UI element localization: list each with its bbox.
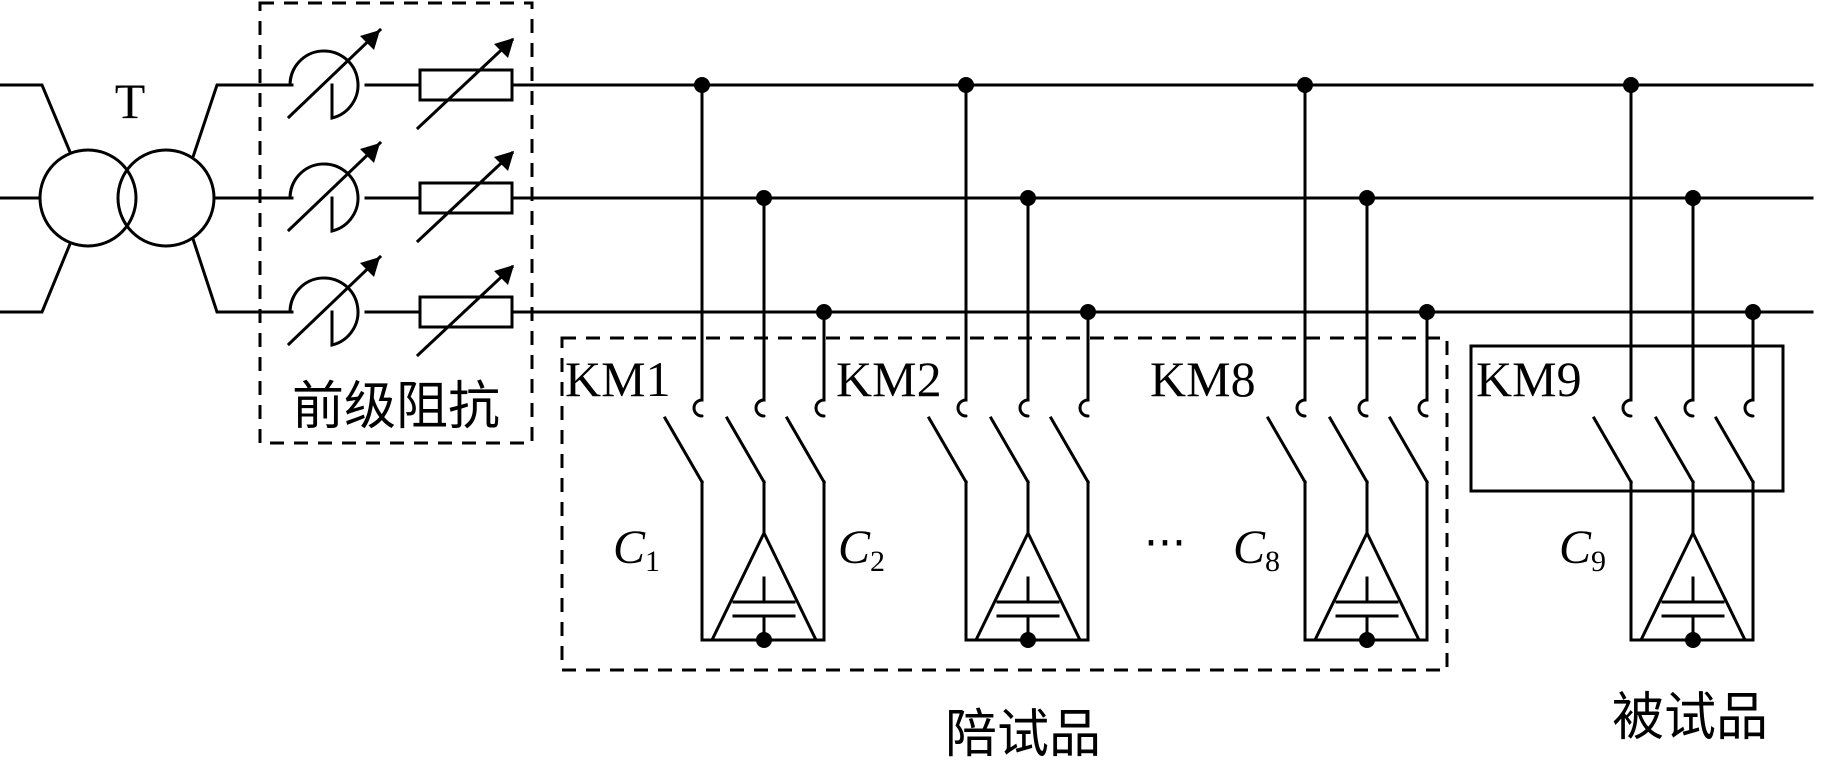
transformer: T — [0, 73, 294, 314]
branch-1: KM1 C1 — [565, 77, 832, 648]
adjust-arrow-icon — [360, 257, 380, 277]
junction-dot — [756, 632, 772, 648]
ellipsis: ··· — [1144, 518, 1186, 569]
contactor-km1: KM1 — [565, 83, 827, 485]
companion-sample-frame — [560, 336, 1449, 672]
test-object-label: 被试品 — [1612, 690, 1768, 747]
junction-dot — [1685, 632, 1701, 648]
three-phase-bus — [550, 83, 1814, 314]
adjust-arrow-icon — [360, 30, 380, 50]
adjust-arrow-icon — [494, 38, 514, 58]
variable-resistor-c — [364, 264, 554, 358]
branch-8: KM8 C8 — [1150, 77, 1435, 648]
capacitor-label-c9: C9 — [1559, 521, 1606, 578]
capacitor-bank-c2: C2 — [838, 480, 1090, 648]
test-object-contactor-frame — [1469, 344, 1785, 493]
primary-lead-a — [0, 83, 72, 154]
junction-dot — [1020, 632, 1036, 648]
variable-resistor-b — [364, 150, 554, 244]
variable-reactor-b — [286, 140, 383, 233]
adjust-arrow-icon — [360, 143, 380, 163]
variable-reactor-a — [286, 27, 383, 120]
front-impedance-block: 前级阻抗 — [258, 1, 554, 445]
transformer-primary-coil — [38, 148, 138, 248]
capacitor-bank-c1: C1 — [613, 480, 826, 648]
capacitor-label-c1: C1 — [613, 521, 660, 578]
variable-resistor-a — [364, 37, 554, 131]
primary-lead-c — [0, 242, 72, 314]
adjust-arrow-icon — [494, 265, 514, 285]
branch-2: KM2 C2 — [836, 77, 1096, 648]
companion-sample-label: 陪试品 — [945, 707, 1101, 764]
contactor-label-km1: KM1 — [565, 351, 671, 407]
capacitor-label-c2: C2 — [838, 521, 885, 578]
branch-9: KM9 C9 — [1476, 77, 1761, 648]
contactor-label-km8: KM8 — [1150, 351, 1256, 407]
secondary-lead-a — [191, 83, 294, 159]
contactor-label-km9: KM9 — [1476, 351, 1582, 407]
variable-reactor-c — [286, 254, 383, 347]
front-impedance-label: 前级阻抗 — [292, 379, 500, 436]
junction-dot — [1359, 632, 1375, 648]
transformer-label: T — [115, 73, 146, 129]
contactor-km9: KM9 — [1476, 83, 1756, 485]
capacitor-label-c8: C8 — [1233, 521, 1280, 578]
capacitor-bank-c8: C8 — [1233, 480, 1429, 648]
contactor-label-km2: KM2 — [836, 351, 942, 407]
secondary-lead-c — [191, 237, 294, 314]
transformer-secondary-coil — [116, 148, 216, 248]
contactor-km8: KM8 — [1150, 83, 1430, 485]
front-impedance-frame — [258, 1, 534, 445]
contactor-km2: KM2 — [836, 83, 1091, 485]
capacitor-bank-c9: C9 — [1559, 480, 1755, 648]
adjust-arrow-icon — [494, 151, 514, 171]
